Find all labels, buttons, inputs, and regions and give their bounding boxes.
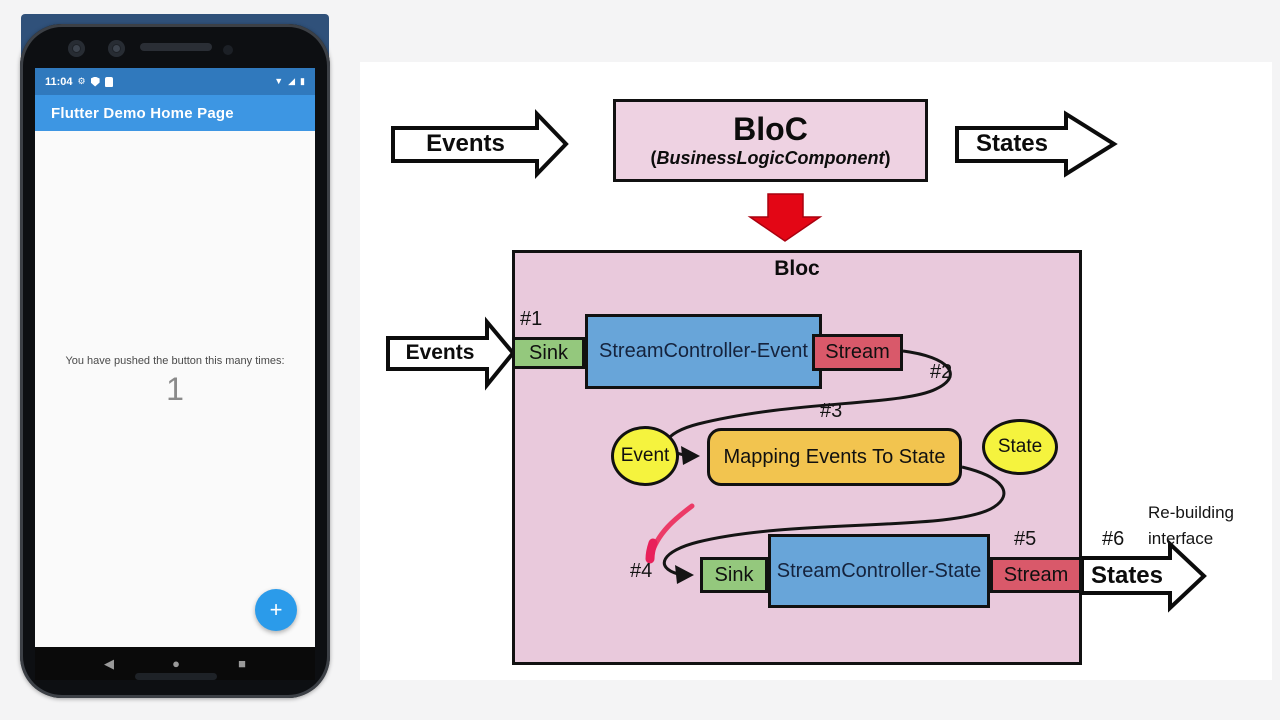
event-bubble: Event	[611, 426, 679, 486]
sink-event-chip: Sink	[512, 337, 585, 369]
bloc-container-title: Bloc	[774, 257, 820, 280]
plus-icon: +	[269, 597, 283, 622]
sink-state-chip: Sink	[700, 557, 768, 593]
events-top-label: Events	[426, 130, 505, 157]
mapping-events-to-state-box: Mapping Events To State	[707, 428, 962, 486]
stream-event-chip: Stream	[812, 334, 903, 371]
events-in-label: Events	[405, 341, 475, 364]
states-top-label: States	[975, 130, 1049, 157]
rebuilding-line1: Re-building	[1148, 503, 1234, 522]
rebuilding-line2: interface	[1148, 529, 1214, 549]
counter-caption: You have pushed the button this many tim…	[65, 355, 285, 367]
stream-state-chip: Stream	[990, 557, 1082, 593]
earpiece-speaker	[140, 43, 212, 51]
front-camera2-icon	[108, 40, 125, 57]
state-bubble: State	[982, 419, 1058, 475]
gear-icon: ⚙	[77, 76, 86, 86]
wifi-icon: ▼	[274, 76, 284, 86]
battery-icon: ▮	[300, 76, 305, 86]
home-button[interactable]: ●	[172, 656, 180, 671]
counter-block: You have pushed the button this many tim…	[35, 355, 315, 408]
phone-screen: 11:04 ⚙ ▼ ◢ ▮ Flutter Demo Home Page You…	[35, 68, 315, 680]
sim-icon	[104, 76, 113, 87]
app-bar: Flutter Demo Home Page	[35, 95, 315, 131]
shield-icon	[90, 76, 100, 87]
states-out-label: States	[1090, 562, 1164, 589]
streamcontroller-event-box: StreamController-Event	[585, 314, 822, 389]
step1-label: #1	[520, 308, 543, 330]
recents-button[interactable]: ■	[238, 656, 246, 671]
app-bar-title: Flutter Demo Home Page	[51, 104, 234, 122]
camera-lens-icon	[113, 45, 120, 52]
android-phone: 11:04 ⚙ ▼ ◢ ▮ Flutter Demo Home Page You…	[20, 24, 330, 698]
bloc-title: BloC	[733, 111, 808, 148]
step6-label: #6	[1102, 528, 1125, 550]
step4-label: #4	[630, 560, 653, 582]
app-body: You have pushed the button this many tim…	[35, 131, 315, 647]
sensor-dot-icon	[223, 45, 233, 55]
status-time: 11:04	[45, 75, 73, 88]
step5-label: #5	[1014, 528, 1037, 550]
front-camera-icon	[68, 40, 85, 57]
step2-label: #2	[930, 361, 953, 383]
increment-fab-button[interactable]: +	[255, 589, 297, 631]
counter-value: 1	[166, 371, 184, 407]
back-button[interactable]: ◀	[104, 656, 115, 671]
rebuilding-interface-note: Re-building interface	[1148, 500, 1268, 553]
signal-icon: ◢	[288, 76, 296, 86]
streamcontroller-state-box: StreamController-State	[768, 534, 990, 608]
step3-label: #3	[820, 400, 843, 422]
camera-lens-icon	[73, 45, 80, 52]
bloc-subtitle: (BusinessLogicComponent)	[650, 147, 891, 168]
status-bar: 11:04 ⚙ ▼ ◢ ▮	[35, 68, 315, 95]
bloc-title-box: BloC (BusinessLogicComponent)	[613, 99, 928, 182]
bottom-speaker	[135, 673, 217, 680]
